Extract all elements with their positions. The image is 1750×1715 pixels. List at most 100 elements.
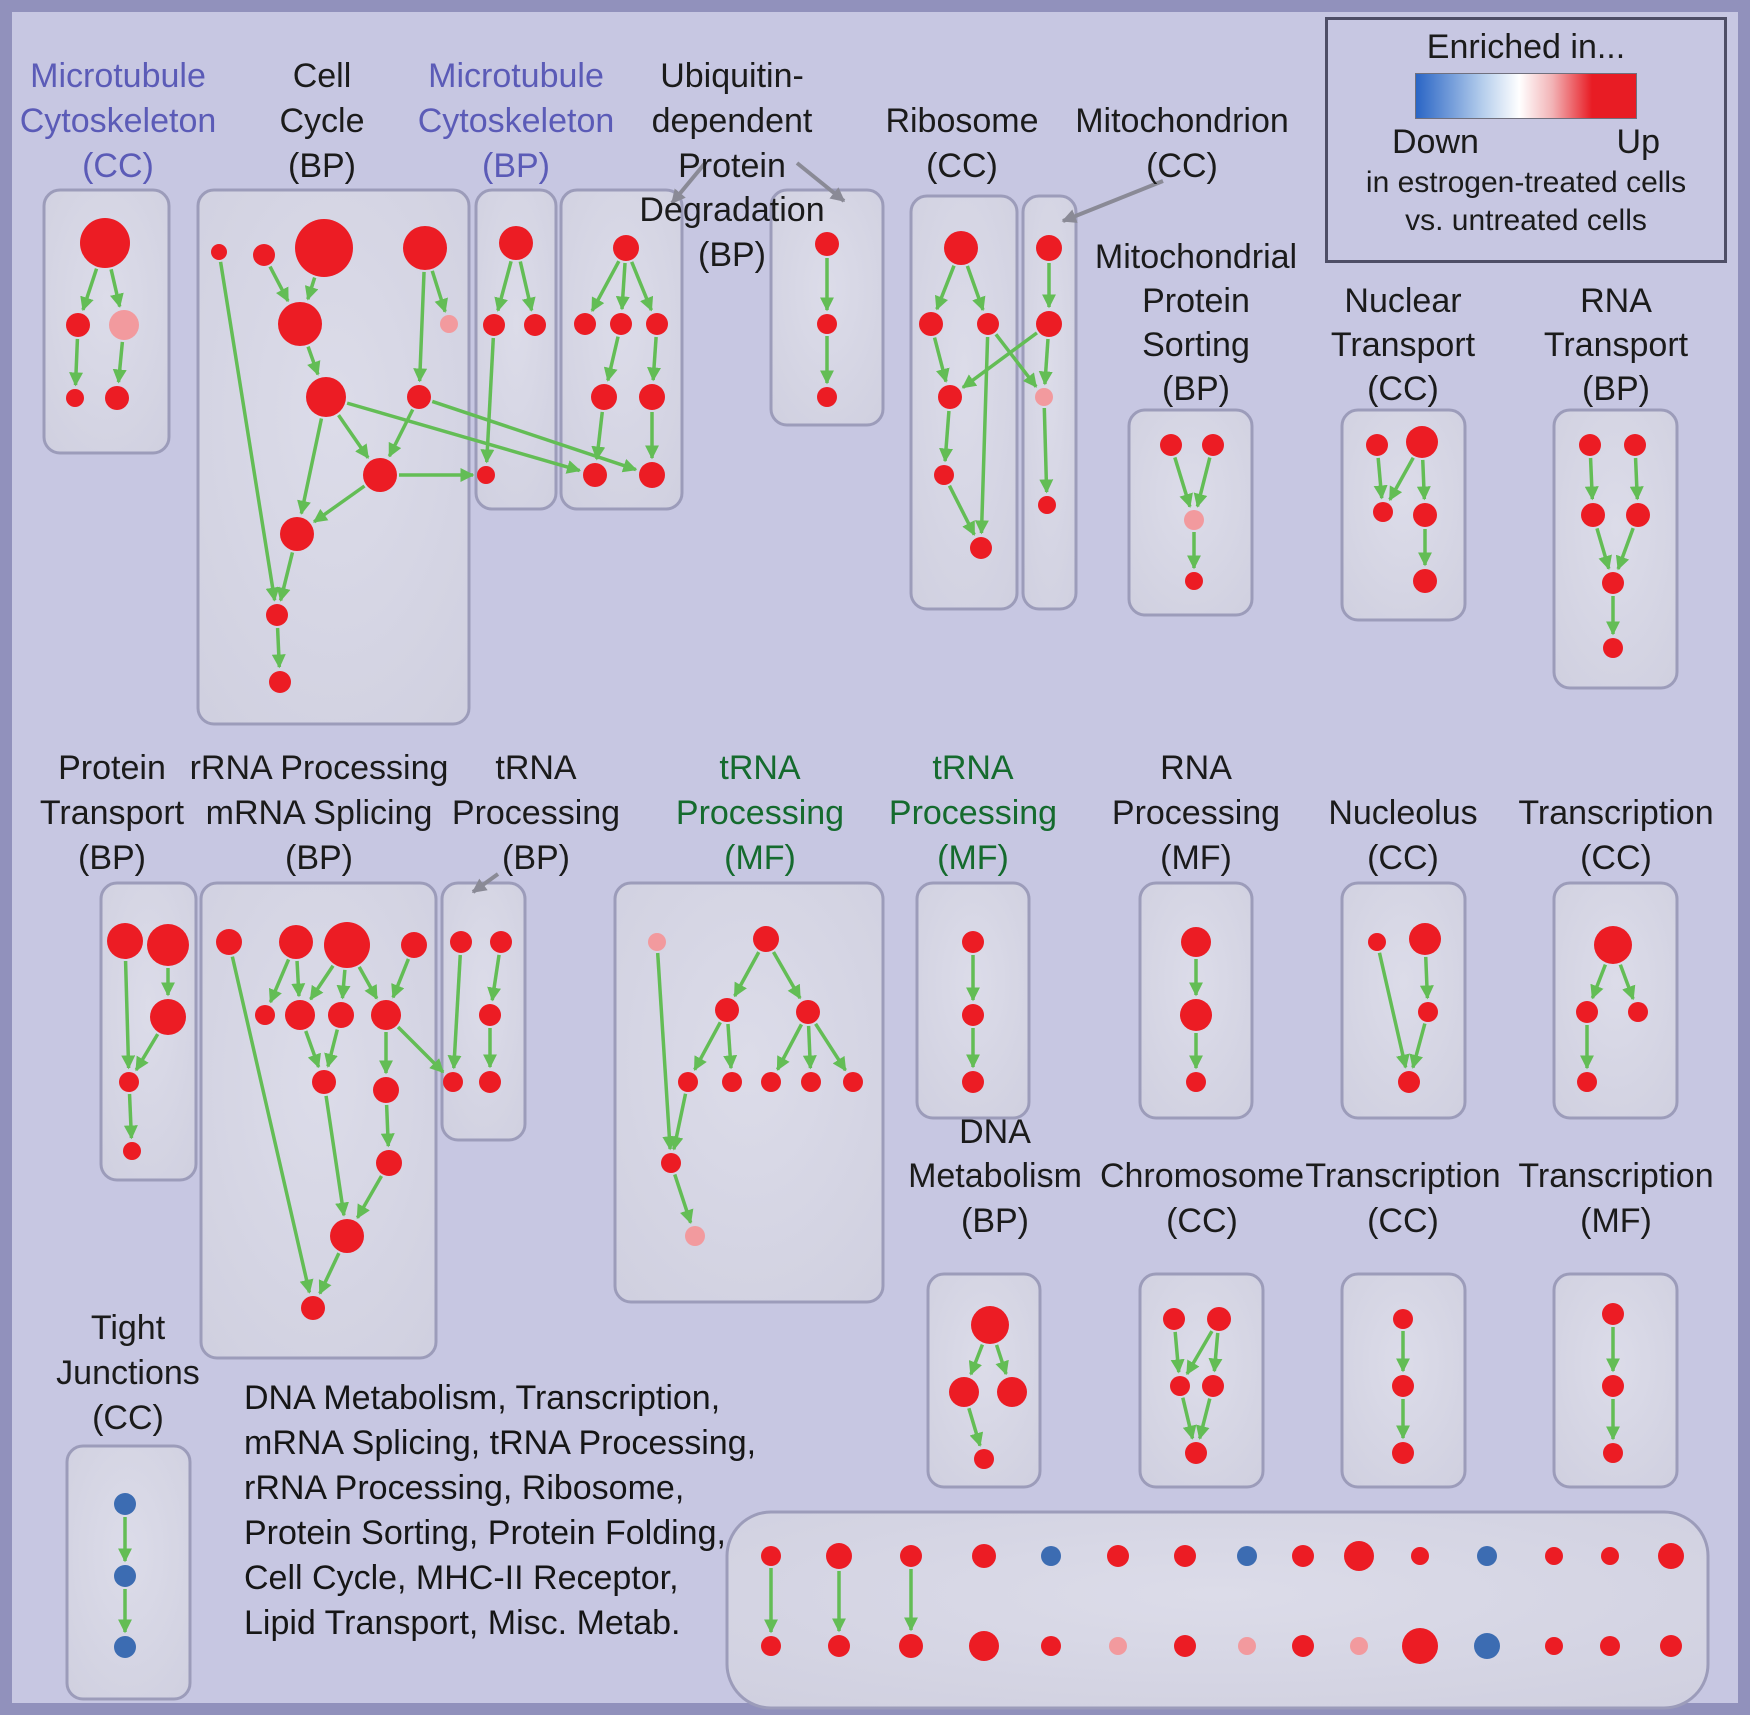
node-trnabp-ll bbox=[443, 1072, 463, 1092]
node-mixed-b7 bbox=[1238, 1637, 1256, 1655]
edge-ubiq1-t-r2b bbox=[615, 262, 630, 311]
node-chromosome-tr bbox=[1207, 1307, 1231, 1331]
node-ribosome-b2 bbox=[970, 537, 992, 559]
node-mixed-b10 bbox=[1402, 1628, 1438, 1664]
edge-nucleolus-s-b bbox=[1377, 952, 1410, 1069]
edge-mtcc-c-e bbox=[112, 341, 127, 384]
layer-nodes bbox=[66, 218, 1684, 1664]
node-mixed-t0 bbox=[761, 1546, 781, 1566]
cluster-label-ribosome: Ribosome(CC) bbox=[885, 102, 1038, 185]
node-rrna-l3 bbox=[376, 1150, 402, 1176]
legend-endpoints: Down Up bbox=[1392, 123, 1660, 162]
edge-chromosome-tr-mr bbox=[1208, 1332, 1223, 1373]
edge-cellcycle-d-g bbox=[306, 346, 321, 376]
node-txncc1-ml bbox=[1576, 1001, 1598, 1023]
node-trnamf1-bot bbox=[685, 1226, 705, 1246]
node-mixed-b3 bbox=[969, 1631, 999, 1661]
node-cellcycle-a bbox=[211, 244, 227, 260]
legend-gradient-bar bbox=[1415, 73, 1637, 119]
node-nuctrans-ml bbox=[1373, 502, 1393, 522]
edge-trnamf1-m1-r1 bbox=[693, 1021, 722, 1071]
node-mixed-t9 bbox=[1344, 1541, 1374, 1571]
legend-context-line-1: in estrogen-treated cells bbox=[1365, 166, 1687, 199]
node-mixed-b2 bbox=[899, 1634, 923, 1658]
edge-rrna-m2-l1 bbox=[304, 1030, 321, 1069]
node-ubiq1-r4a bbox=[583, 463, 607, 487]
edge-nuctrans-tr-ml bbox=[1388, 456, 1415, 501]
node-cellcycle-l bbox=[269, 671, 291, 693]
node-rrna-t2 bbox=[279, 925, 313, 959]
node-trnamf1-r5 bbox=[843, 1072, 863, 1092]
annotation-arrow-2 bbox=[1061, 179, 1164, 223]
edge-ribosome-m-b1 bbox=[939, 410, 954, 463]
edge-rrna-m3-l1 bbox=[324, 1029, 340, 1068]
node-txncc2-b bbox=[1392, 1375, 1414, 1397]
node-cellcycle-k bbox=[266, 604, 288, 626]
node-cellcycle-i bbox=[363, 458, 397, 492]
edge-prottrans-lm-b bbox=[123, 1093, 138, 1140]
node-ubiq1-r3b bbox=[639, 384, 665, 410]
node-mtcc-d bbox=[66, 389, 84, 407]
node-mixed-t3 bbox=[972, 1544, 996, 1568]
node-mixed-t4 bbox=[1041, 1546, 1061, 1566]
node-rrna-t4 bbox=[401, 932, 427, 958]
legend-down-label: Down bbox=[1392, 123, 1479, 161]
node-nucleolus-big bbox=[1409, 923, 1441, 955]
edge-mps-b-c bbox=[1193, 457, 1212, 508]
node-mixed-t1 bbox=[826, 1543, 852, 1569]
edge-ubiq1-r3a-r4a bbox=[591, 411, 606, 461]
node-txnmf-c bbox=[1603, 1443, 1623, 1463]
edge-rrna-t3-m2 bbox=[309, 964, 335, 1001]
node-rrna-t1 bbox=[216, 929, 242, 955]
node-txncc1-mr bbox=[1628, 1002, 1648, 1022]
cluster-box-mixed bbox=[725, 1510, 1710, 1710]
node-nuctrans-mr bbox=[1413, 503, 1437, 527]
node-trnamf1-r3 bbox=[761, 1072, 781, 1092]
edge-rnatrans-mr-lm bbox=[1615, 527, 1635, 571]
node-mps-c bbox=[1184, 510, 1204, 530]
edge-trnamf1-m2-r3 bbox=[775, 1023, 804, 1071]
edge-prottrans-m-lm bbox=[134, 1033, 160, 1072]
edge-cellcycle-e-f bbox=[430, 270, 448, 313]
node-ubiq1-r2c bbox=[646, 313, 668, 335]
node-mixed-t13 bbox=[1601, 1547, 1619, 1565]
edge-mtbp-ml-b bbox=[480, 337, 496, 464]
edge-mtbp-t-mr bbox=[518, 261, 536, 312]
layer-edges bbox=[69, 258, 1644, 1634]
description-line: mRNA Splicing, tRNA Processing, bbox=[244, 1424, 757, 1462]
node-rnaproc-a bbox=[1181, 927, 1211, 957]
cluster-label-chromosome: Chromosome(CC) bbox=[1100, 1157, 1304, 1240]
cluster-box-mtcc bbox=[42, 188, 171, 455]
edge-mps-a-c bbox=[1173, 456, 1193, 508]
edge-dnametab-ml-b bbox=[967, 1407, 984, 1447]
edge-rnatrans-tr-mr bbox=[1629, 457, 1644, 501]
cross-edge-mito.n2-ribosome.m bbox=[961, 331, 1038, 389]
legend-up-label: Up bbox=[1616, 123, 1660, 161]
edge-ribosome-l-m bbox=[932, 337, 950, 383]
node-rnatrans-lm bbox=[1602, 572, 1624, 594]
node-tightjunc-c bbox=[114, 1636, 136, 1658]
edge-chromosome-tr-ml bbox=[1185, 1330, 1214, 1376]
legend: Enriched in... Down Up in estrogen-treat… bbox=[1325, 17, 1727, 263]
annotation-arrow-1 bbox=[795, 161, 846, 203]
edge-cellcycle-i-j bbox=[312, 484, 366, 524]
node-ribosome-l bbox=[919, 312, 943, 336]
edge-mtcc-b-d bbox=[69, 338, 84, 387]
layer-annotation-arrows bbox=[471, 160, 1164, 894]
node-rrna-t3 bbox=[324, 922, 370, 968]
node-rnaproc-b bbox=[1180, 999, 1212, 1031]
node-rnatrans-mr bbox=[1626, 503, 1650, 527]
edge-nuctrans-tl-ml bbox=[1373, 457, 1388, 500]
node-mixed-t11 bbox=[1477, 1546, 1497, 1566]
node-mixed-t14 bbox=[1658, 1543, 1684, 1569]
node-mixed-t12 bbox=[1545, 1547, 1563, 1565]
node-mixed-t7 bbox=[1237, 1546, 1257, 1566]
